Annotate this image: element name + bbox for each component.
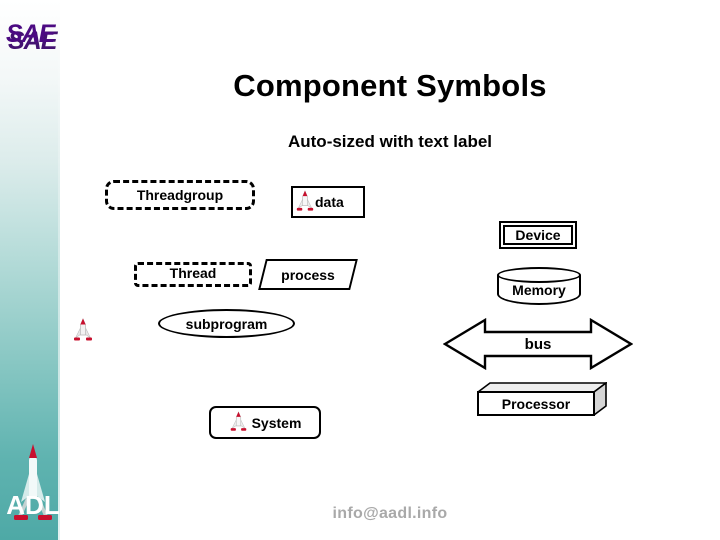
shape-memory[interactable]: Memory [497,267,581,305]
shape-thread-label: Thread [166,264,220,281]
shape-thread[interactable]: Thread [134,262,252,287]
page-subtitle: Auto-sized with text label [287,132,493,151]
footer-email: info@aadl.info [332,505,448,522]
shape-processor-label: Processor [501,395,571,412]
sidebar-gradient-band [0,0,60,540]
adl-logo-graphic: ADL [6,444,60,520]
sae-logo-text: SAE [6,20,55,48]
aadl-rocket-icon [229,411,248,434]
shape-bus[interactable]: bus [442,317,634,371]
shape-data-label: data [315,194,344,210]
standalone-aadl-rocket-icon [72,318,94,349]
shape-bus-arrow [442,317,634,371]
shape-subprogram[interactable]: subprogram [158,309,295,338]
shape-process[interactable]: process [258,259,358,290]
sae-logo: SAE SAE [6,22,62,54]
shape-threadgroup-label: Threadgroup [133,187,227,203]
shape-bus-label: bus [524,335,552,353]
sae-logo-shadow-text: SAE [8,27,57,55]
shape-processor-front-face: Processor [477,391,595,416]
shape-threadgroup[interactable]: Threadgroup [105,180,255,210]
adl-logo: ADL [6,440,60,530]
sidebar-highlight-edge [58,0,61,540]
shape-memory-label: Memory [512,282,566,298]
aadl-rocket-icon [295,190,315,214]
shape-subprogram-label: subprogram [185,315,268,332]
svg-text:ADL: ADL [6,490,60,520]
shape-data[interactable]: data [291,186,365,218]
shape-device-inner-border: Device [503,225,573,245]
shape-processor[interactable]: Processor [477,382,607,416]
shape-device-label: Device [515,227,561,243]
shape-system-label: System [251,414,302,431]
shape-device[interactable]: Device [499,221,577,249]
shape-process-label: process [281,266,335,283]
shape-memory-cylinder-top [497,267,581,283]
shape-system[interactable]: System [209,406,321,439]
page-title: Component Symbols [233,68,547,103]
